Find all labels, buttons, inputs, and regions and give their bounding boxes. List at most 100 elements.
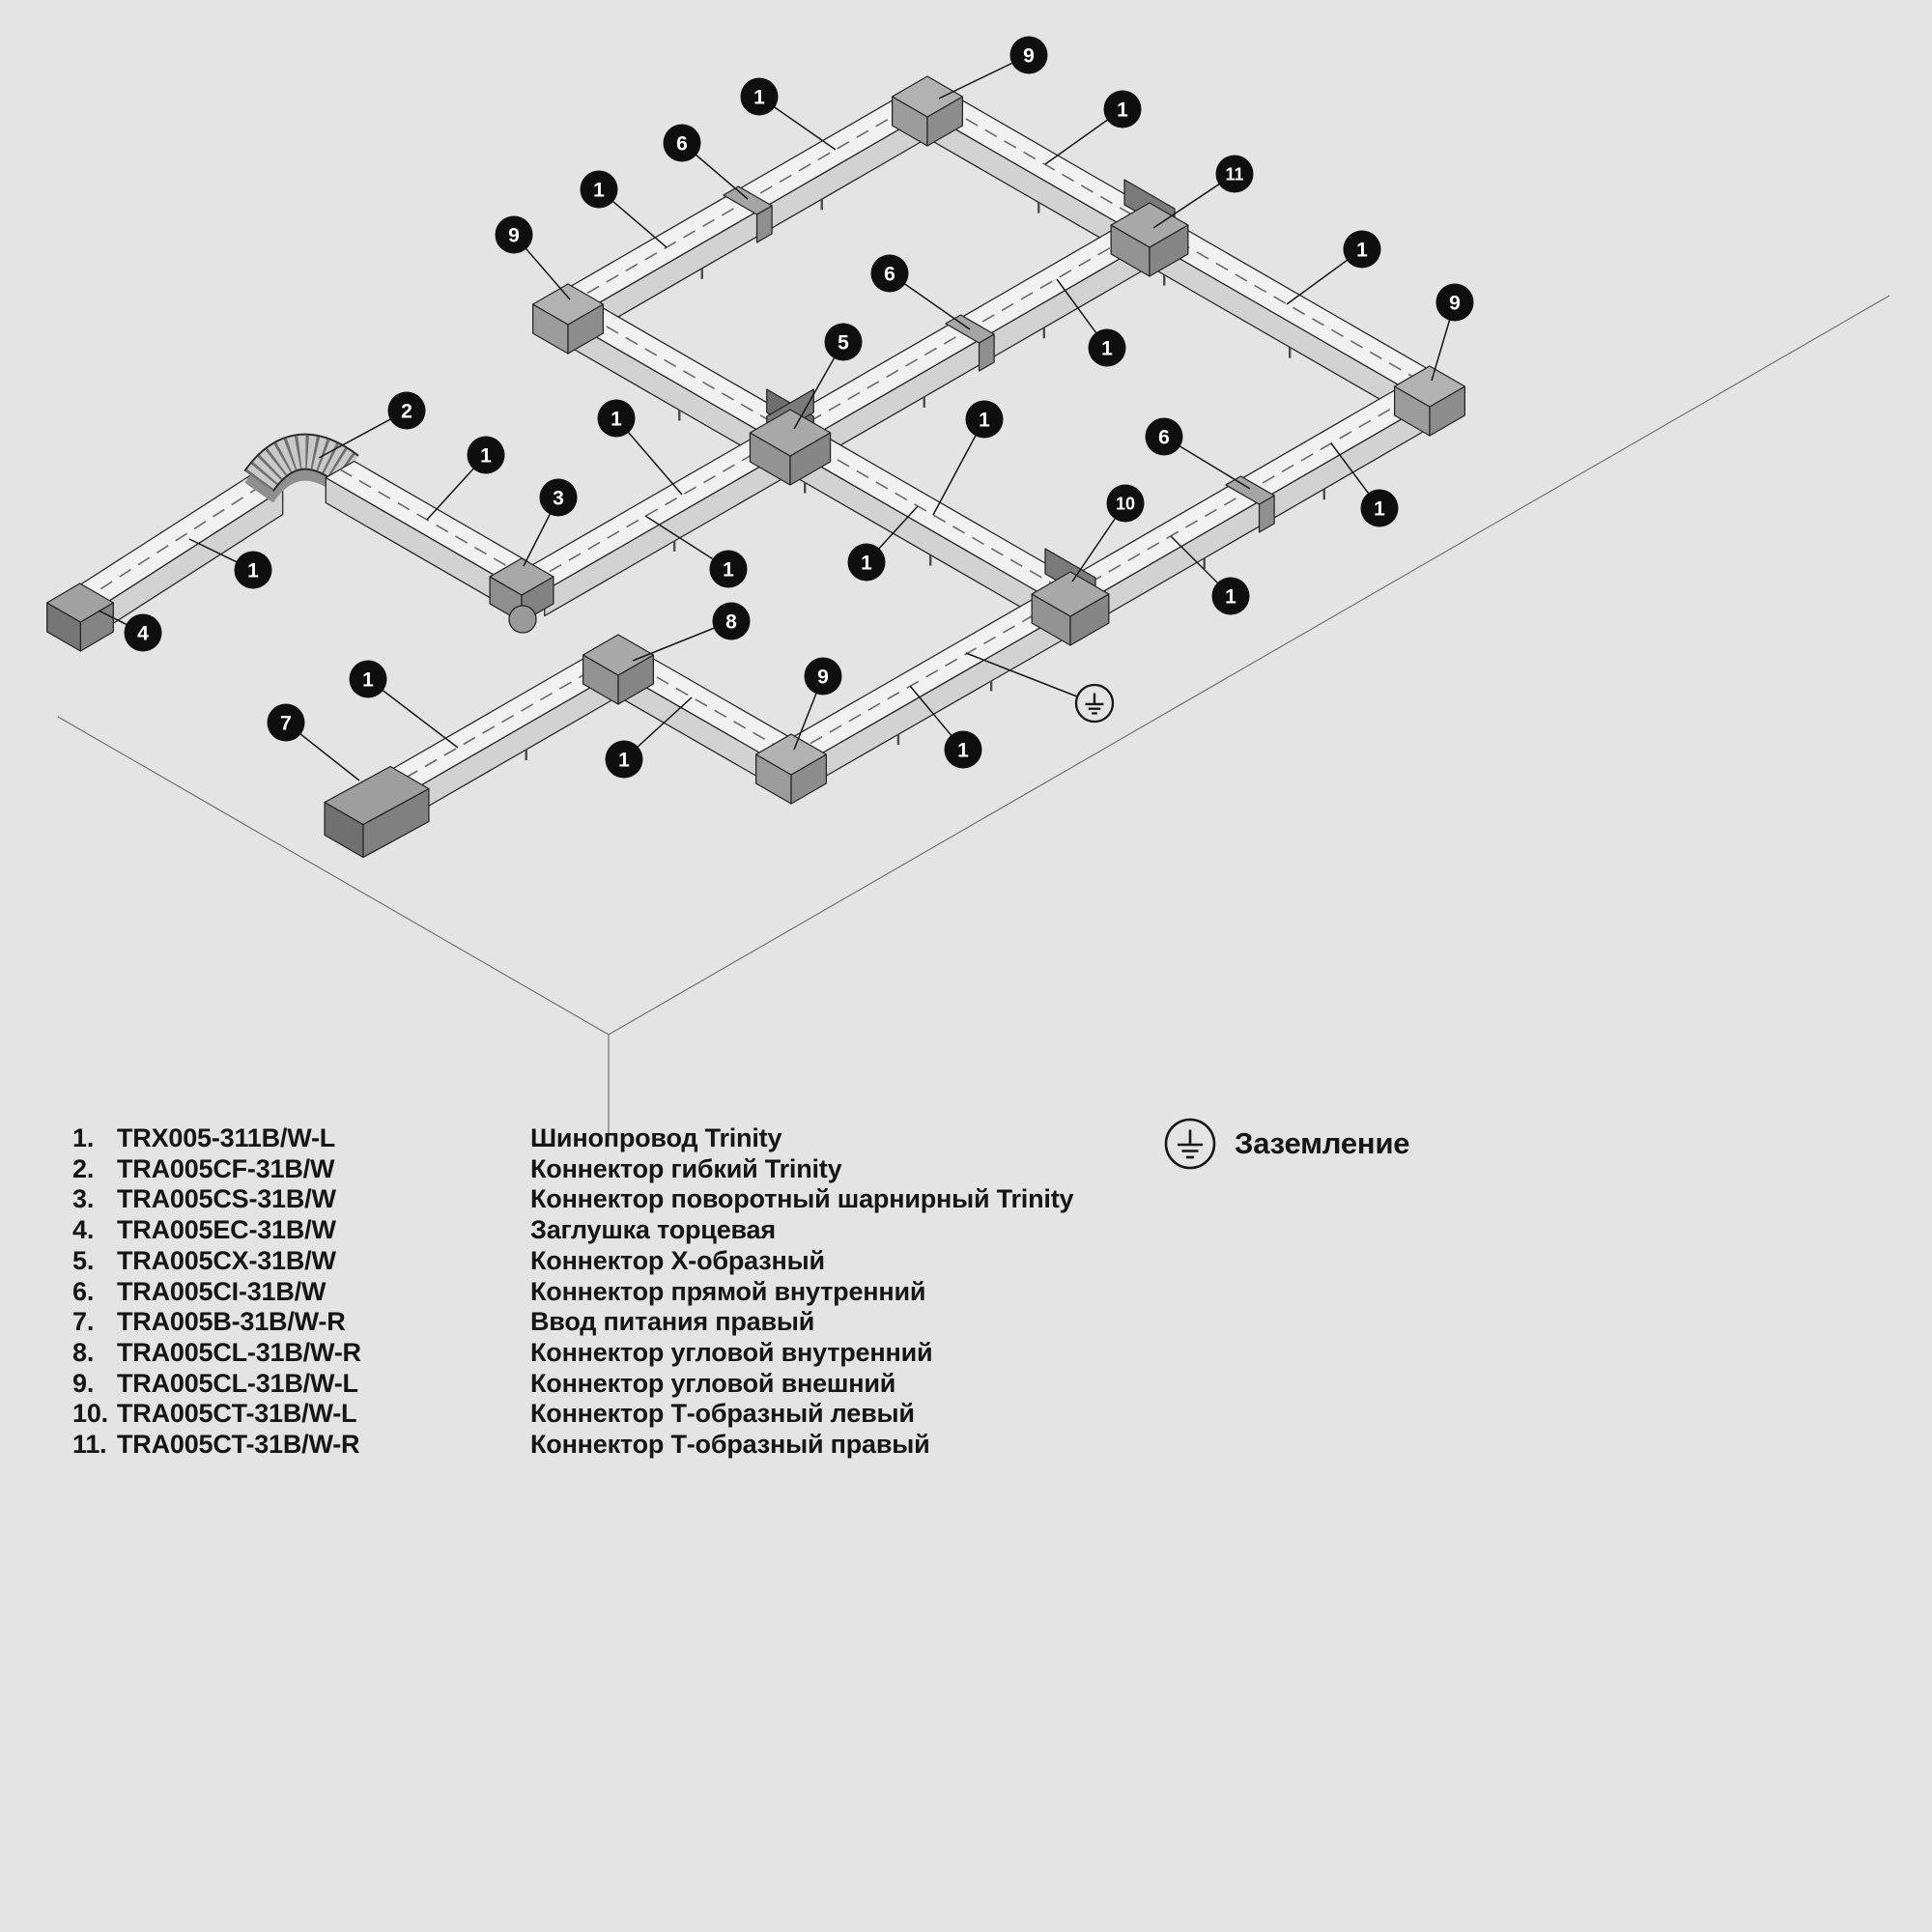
part-description: Коннектор угловой внутренний xyxy=(530,1337,933,1367)
legend-row: 5. TRA005CX-31B/W Коннектор Х-образный xyxy=(72,1246,1073,1277)
callout-badge-6: 6 xyxy=(663,124,701,162)
part-description: Ввод питания правый xyxy=(530,1307,815,1337)
part-code: TRA005EC-31B/W xyxy=(117,1215,336,1245)
part-number: 7. xyxy=(72,1307,95,1337)
svg-text:1: 1 xyxy=(957,740,969,762)
part-number: 11. xyxy=(72,1430,107,1460)
callout-badge-1: 1 xyxy=(709,550,748,588)
svg-text:1: 1 xyxy=(362,669,374,692)
legend-row: 7. TRA005B-31B/W-R Ввод питания правый xyxy=(72,1307,1073,1338)
callout-badge-5: 5 xyxy=(824,323,863,361)
legend-row: 4. TRA005EC-31B/W Заглушка торцевая xyxy=(72,1215,1073,1246)
callout-badge-1: 1 xyxy=(234,551,272,589)
svg-text:1: 1 xyxy=(753,87,765,109)
svg-text:1: 1 xyxy=(480,445,492,468)
svg-text:1: 1 xyxy=(247,560,259,582)
svg-text:6: 6 xyxy=(884,264,895,286)
callout-badge-3: 3 xyxy=(539,478,578,517)
ground-legend: Заземление xyxy=(1163,1117,1410,1171)
svg-text:1: 1 xyxy=(1117,99,1128,122)
callout-badge-1: 1 xyxy=(467,436,505,474)
part-number: 8. xyxy=(72,1337,95,1367)
callout-badge-1: 1 xyxy=(349,660,387,698)
part-code: TRA005CL-31B/W-L xyxy=(117,1368,358,1398)
part-description: Коннектор прямой внутренний xyxy=(530,1276,926,1306)
svg-text:9: 9 xyxy=(1449,293,1461,315)
legend-row: 11. TRA005CT-31B/W-R Коннектор Т-образный … xyxy=(72,1430,1073,1461)
part-number: 9. xyxy=(72,1368,95,1398)
svg-text:4: 4 xyxy=(137,623,149,645)
part-code: TRA005CT-31B/W-L xyxy=(117,1399,357,1429)
svg-text:1: 1 xyxy=(1374,498,1385,521)
legend-row: 8. TRA005CL-31B/W-R Коннектор угловой внут… xyxy=(72,1338,1073,1369)
part-description: Заглушка торцевая xyxy=(530,1215,776,1245)
callout-badge-1: 1 xyxy=(944,730,982,769)
part-code: TRA005CS-31B/W xyxy=(117,1184,336,1214)
svg-text:1: 1 xyxy=(1225,586,1236,609)
callout-badge-9: 9 xyxy=(1435,283,1474,322)
callout-badge-1: 1 xyxy=(740,77,779,116)
callout-badge-1: 1 xyxy=(965,400,1004,439)
ground-label: Заземление xyxy=(1235,1126,1410,1160)
svg-text:1: 1 xyxy=(723,559,734,582)
part-description: Коннектор поворотный шарнирный Trinity xyxy=(530,1184,1074,1214)
callout-badge-1: 1 xyxy=(597,399,636,438)
part-code: TRA005CI-31B/W xyxy=(117,1276,327,1306)
part-code: TRA005CL-31B/W-R xyxy=(117,1337,361,1367)
svg-text:6: 6 xyxy=(676,133,688,156)
part-description: Коннектор Х-образный xyxy=(530,1245,825,1275)
part-number: 4. xyxy=(72,1215,95,1245)
callout-badge-8: 8 xyxy=(712,602,751,640)
svg-text:9: 9 xyxy=(508,225,520,247)
part-description: Коннектор Т-образный правый xyxy=(530,1430,930,1460)
part-number: 10. xyxy=(72,1399,108,1429)
callout-badge-10: 10 xyxy=(1106,484,1145,523)
callout-badge-9: 9 xyxy=(804,657,842,696)
part-number: 1. xyxy=(72,1123,95,1152)
part-description: Шинопровод Trinity xyxy=(530,1123,782,1152)
svg-text:1: 1 xyxy=(593,180,605,202)
part-number: 6. xyxy=(72,1276,95,1306)
callout-badge-6: 6 xyxy=(1145,417,1183,456)
svg-text:1: 1 xyxy=(611,409,622,431)
legend-row: 2. TRA005CF-31B/W Коннектор гибкий Trinity xyxy=(72,1154,1073,1185)
part-code: TRA005B-31B/W-R xyxy=(117,1307,346,1337)
part-code: TRA005CT-31B/W-R xyxy=(117,1430,360,1460)
svg-text:1: 1 xyxy=(861,553,872,575)
svg-text:1: 1 xyxy=(979,410,990,432)
svg-text:1: 1 xyxy=(1101,338,1113,360)
callout-badge-9: 9 xyxy=(495,215,533,254)
svg-text:9: 9 xyxy=(817,667,829,689)
svg-text:2: 2 xyxy=(401,401,412,423)
callout-badge-1: 1 xyxy=(1360,489,1399,527)
part-number: 2. xyxy=(72,1153,95,1183)
part-code: TRA005CX-31B/W xyxy=(117,1245,336,1275)
callout-badge-1: 1 xyxy=(1088,328,1126,367)
callout-badge-9: 9 xyxy=(1009,36,1048,74)
part-code: TRA005CF-31B/W xyxy=(117,1153,335,1183)
part-number: 5. xyxy=(72,1245,95,1275)
callout-badge-4: 4 xyxy=(124,613,162,652)
callout-badge-2: 2 xyxy=(387,391,426,430)
svg-text:1: 1 xyxy=(1356,240,1368,262)
svg-text:9: 9 xyxy=(1023,45,1035,68)
svg-text:7: 7 xyxy=(280,713,292,735)
svg-text:6: 6 xyxy=(1158,427,1170,449)
svg-text:10: 10 xyxy=(1116,495,1135,514)
callout-badge-1: 1 xyxy=(847,543,886,582)
callout-badge-1: 1 xyxy=(1103,90,1142,128)
svg-text:1: 1 xyxy=(618,750,630,772)
callout-badge-11: 11 xyxy=(1215,155,1254,193)
callout-badge-1: 1 xyxy=(605,740,643,779)
svg-text:3: 3 xyxy=(553,488,564,510)
part-description: Коннектор гибкий Trinity xyxy=(530,1153,842,1183)
callout-badge-1: 1 xyxy=(1211,577,1250,615)
callout-badge-1: 1 xyxy=(580,170,618,209)
